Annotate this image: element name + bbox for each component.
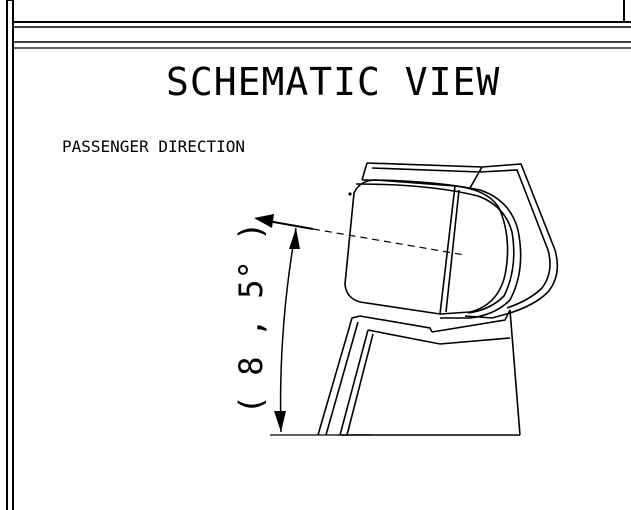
passenger-direction-label: PASSENGER DIRECTION [62, 137, 246, 156]
schematic-title: SCHEMATIC VIEW [166, 60, 501, 104]
angle-dimension-arc [279, 227, 297, 433]
direction-center-dashed-line [312, 228, 466, 256]
angle-label: ( 8 , 5° ) [232, 222, 270, 415]
camera-indicator-dot [348, 192, 352, 196]
camera-housing [344, 162, 559, 319]
angle-arrowhead-bottom [274, 411, 286, 432]
sheet-frame [6, 0, 631, 510]
direction-arrowhead [254, 214, 274, 228]
angle-arrowhead-top [289, 228, 300, 249]
pedestal-base [317, 309, 521, 436]
passenger-direction-arrow [267, 220, 314, 230]
